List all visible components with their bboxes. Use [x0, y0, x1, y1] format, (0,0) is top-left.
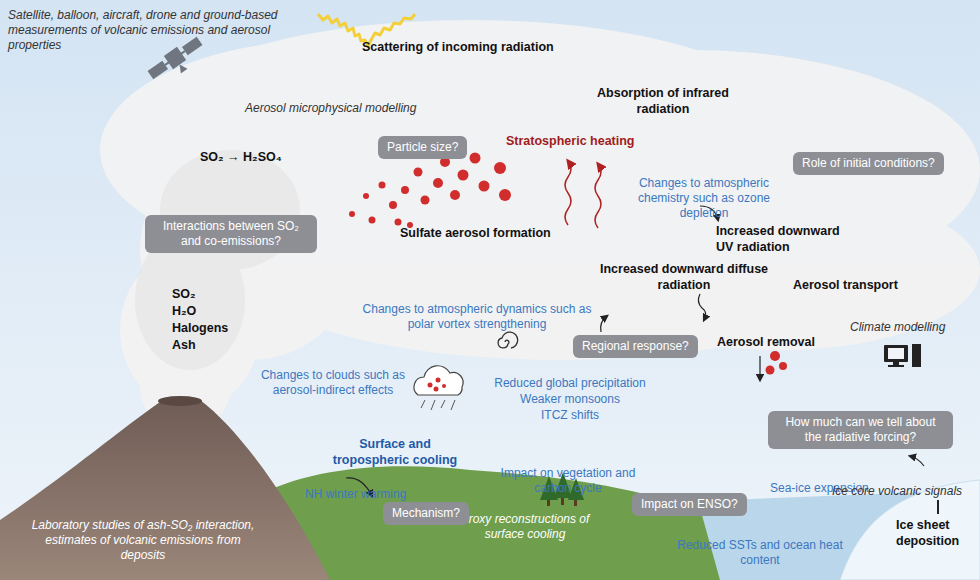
emission-label: Ash — [172, 338, 196, 354]
question-text: How much can we tell about the radiative… — [777, 415, 944, 445]
process-label: Increased downward UV radiation — [716, 224, 856, 255]
method-note: Aerosol microphysical modelling — [245, 101, 416, 116]
question-box: Particle size? — [378, 136, 467, 159]
question-box: Regional response? — [573, 335, 698, 358]
response-label: Reduced global precipitation — [480, 376, 660, 391]
process-label: Increased downward diffuse radiation — [594, 262, 774, 293]
plume — [100, 20, 980, 430]
question-text: Impact on ENSO? — [641, 497, 738, 512]
computer-icon — [884, 344, 921, 367]
emission-label: H₂O — [172, 304, 196, 320]
volcano — [0, 400, 330, 580]
question-box: Role of initial conditions? — [793, 152, 944, 175]
method-note: Climate modelling — [850, 320, 945, 335]
cloud-icon — [414, 366, 463, 410]
response-label: ITCZ shifts — [480, 408, 660, 423]
response-label: Surface and tropospheric cooling — [330, 437, 460, 468]
method-note: Ice core volcanic signals — [832, 484, 962, 499]
satellite-icon — [146, 34, 209, 88]
aerosol-particles — [349, 153, 511, 229]
question-box: Mechanism? — [383, 502, 469, 525]
vortex-spiral — [498, 332, 518, 348]
response-label: Changes to atmospheric dynamics such as … — [362, 302, 592, 332]
method-note: Satellite, balloon, aircraft, drone and … — [8, 8, 308, 53]
process-label: Scattering of incoming radiation — [362, 40, 554, 56]
emission-label: SO₂ — [172, 287, 196, 303]
process-label: Aerosol removal — [717, 335, 815, 351]
question-box: Interactions between SO₂ and co-emission… — [145, 215, 317, 253]
question-text: Mechanism? — [392, 506, 460, 521]
response-label: Reduced SSTs and ocean heat content — [670, 538, 850, 568]
response-label: NH winter warming — [305, 487, 406, 502]
response-label: Changes to atmospheric chemistry such as… — [614, 176, 794, 221]
process-label: Ice sheet deposition — [896, 518, 976, 549]
question-box: How much can we tell about the radiative… — [768, 411, 953, 449]
emission-label: Halogens — [172, 321, 228, 337]
process-label: Stratospheric heating — [506, 134, 635, 150]
method-note: Laboratory studies of ash-SO₂ interactio… — [28, 518, 258, 563]
process-label: Aerosol transport — [793, 278, 898, 294]
process-label: Sulfate aerosol formation — [400, 226, 551, 242]
response-label: Changes to clouds such as aerosol-indire… — [248, 368, 418, 398]
reaction-label: SO₂ → H₂SO₄ — [200, 150, 282, 166]
question-box: Impact on ENSO? — [632, 493, 747, 516]
question-text: Particle size? — [387, 140, 458, 155]
response-label: Weaker monsoons — [480, 392, 660, 407]
response-label: Impact on vegetation and carbon cycle — [493, 466, 643, 496]
question-text: Regional response? — [582, 339, 689, 354]
question-text: Interactions between SO₂ and co-emission… — [154, 219, 308, 249]
question-text: Role of initial conditions? — [802, 156, 935, 171]
process-label: Absorption of infrared radiation — [578, 86, 748, 117]
